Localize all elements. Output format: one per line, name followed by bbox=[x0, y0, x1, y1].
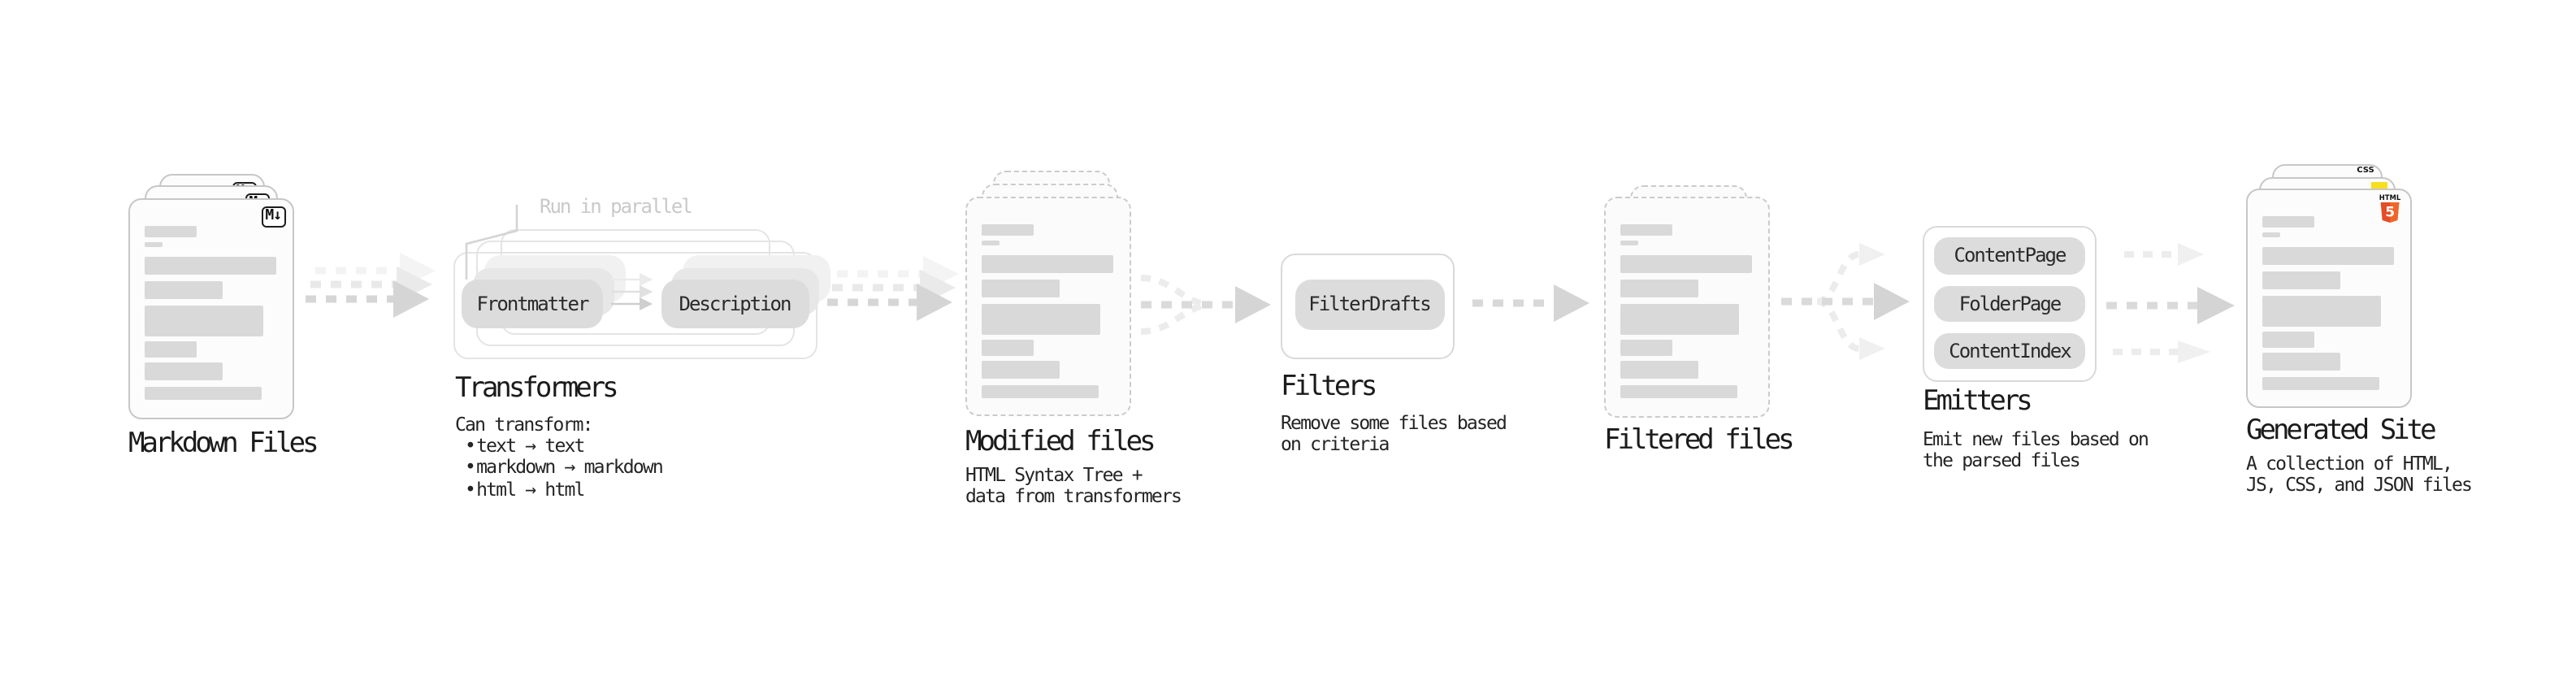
site-file-html: HTML 5 bbox=[2246, 189, 2412, 408]
placeholder-bar bbox=[1620, 279, 1698, 297]
bullet-item: •html → html bbox=[455, 477, 662, 501]
placeholder-bar bbox=[144, 256, 275, 274]
filterdrafts-pill: FilterDrafts bbox=[1295, 279, 1444, 329]
placeholder-bar bbox=[144, 362, 223, 380]
markdown-icon: M↓ bbox=[261, 206, 285, 227]
placeholder-bar bbox=[1620, 254, 1751, 272]
markdown-file-front: M↓ bbox=[128, 198, 294, 419]
placeholder-bar bbox=[144, 305, 262, 336]
emitters-label: Emitters bbox=[1923, 384, 2033, 417]
placeholder-bar bbox=[2262, 271, 2340, 288]
placeholder-bar bbox=[981, 340, 1033, 356]
placeholder-bar bbox=[2262, 295, 2380, 327]
folderpage-pill: FolderPage bbox=[1934, 285, 2085, 322]
placeholder-bar bbox=[1620, 223, 1672, 236]
transformers-description: Can transform: •text → text •markdown → … bbox=[455, 412, 664, 501]
placeholder-bar bbox=[2262, 232, 2280, 236]
svg-text:5: 5 bbox=[2385, 204, 2395, 220]
placeholder-bar bbox=[144, 280, 222, 298]
filtered-file-front bbox=[1604, 197, 1770, 418]
generated-site-label: Generated Site bbox=[2246, 414, 2437, 446]
arrow-filtered-to-emitters bbox=[1781, 243, 1910, 360]
placeholder-bar bbox=[1620, 240, 1638, 245]
placeholder-bar bbox=[2262, 332, 2314, 348]
transformers-label: Transformers bbox=[455, 371, 619, 404]
arrow-modified-to-filters bbox=[1140, 275, 1271, 335]
transformer-mini-arrows bbox=[611, 272, 653, 311]
placeholder-bar bbox=[2262, 215, 2314, 228]
bullet-dot: • bbox=[465, 477, 476, 501]
arrow-markdown-to-transformers bbox=[306, 253, 436, 318]
placeholder-bar bbox=[981, 254, 1112, 272]
arrows-emitters-to-site bbox=[2106, 243, 2235, 363]
bullet-dot: • bbox=[465, 455, 476, 479]
arrow-filters-to-filtered bbox=[1472, 284, 1589, 322]
placeholder-bar bbox=[981, 360, 1060, 378]
frontmatter-pill: Frontmatter bbox=[462, 280, 603, 327]
placeholder-bar bbox=[981, 279, 1059, 297]
can-transform-title: Can transform: bbox=[455, 412, 593, 435]
placeholder-bar bbox=[2262, 246, 2393, 264]
modified-file-front bbox=[965, 197, 1131, 416]
html5-icon: HTML 5 bbox=[2379, 193, 2400, 223]
placeholder-bar bbox=[981, 303, 1099, 335]
placeholder-bar bbox=[144, 225, 197, 237]
emitters-description: Emit new files based on the parsed files bbox=[1923, 427, 2149, 471]
modified-files-description: HTML Syntax Tree + data from transformer… bbox=[965, 462, 1182, 507]
filters-label: Filters bbox=[1281, 371, 1377, 403]
modified-files-label: Modified files bbox=[965, 425, 1156, 458]
placeholder-bar bbox=[2262, 376, 2379, 390]
svg-text:HTML: HTML bbox=[2379, 193, 2400, 202]
placeholder-bar bbox=[1620, 384, 1737, 398]
contentpage-pill: ContentPage bbox=[1934, 237, 2085, 274]
contentindex-pill: ContentIndex bbox=[1934, 333, 2085, 369]
placeholder-bar bbox=[1620, 340, 1672, 356]
placeholder-bar bbox=[2262, 352, 2340, 370]
placeholder-bar bbox=[144, 241, 163, 246]
markdown-files-label: Markdown Files bbox=[128, 427, 319, 460]
placeholder-bar bbox=[144, 386, 262, 400]
placeholder-bar bbox=[144, 341, 196, 358]
description-pill: Description bbox=[661, 280, 809, 327]
generated-site-description: A collection of HTML, JS, CSS, and JSON … bbox=[2246, 452, 2473, 497]
annotation-callout-line bbox=[465, 205, 518, 280]
bullet-dot: • bbox=[465, 433, 476, 457]
js-icon bbox=[2370, 181, 2387, 190]
placeholder-bar bbox=[981, 223, 1034, 236]
placeholder-bar bbox=[981, 384, 1099, 398]
filters-description: Remove some files based on criteria bbox=[1281, 410, 1507, 455]
run-in-parallel-annotation: Run in parallel bbox=[540, 195, 693, 218]
placeholder-bar bbox=[981, 240, 1000, 245]
filtered-files-label: Filtered files bbox=[1604, 423, 1795, 456]
arrow-transformers-to-modified bbox=[827, 256, 959, 321]
bullet-item: •text → text bbox=[455, 433, 662, 458]
placeholder-bar bbox=[1620, 360, 1698, 378]
placeholder-bar bbox=[1620, 303, 1738, 335]
bullet-item: •markdown → markdown bbox=[455, 455, 664, 479]
